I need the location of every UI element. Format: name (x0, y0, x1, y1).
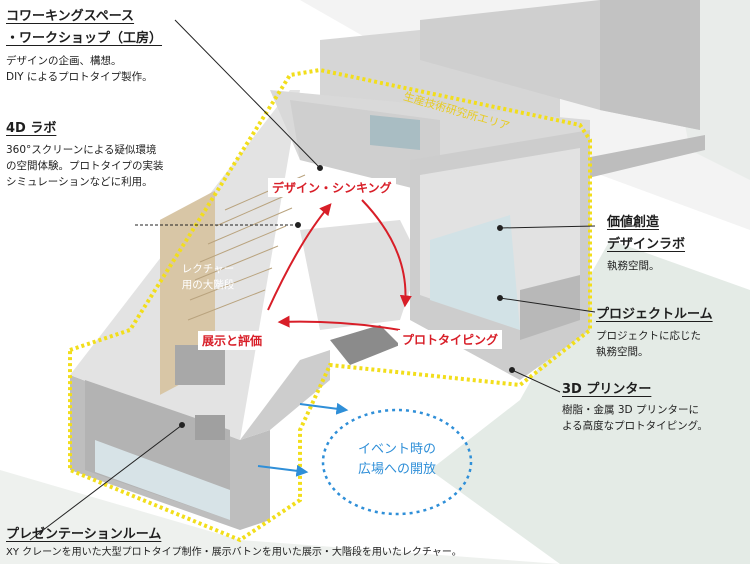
value-lab-desc: 執務空間。 (607, 260, 660, 272)
coworking-title-line1: コワーキングスペース (6, 9, 135, 24)
building-left-wing (70, 90, 330, 530)
presentation-desc: XY クレーンを用いた大型プロトタイプ制作・展示バトンを用いた展示・大階段を用い… (6, 547, 462, 558)
stairs-label-line2: 用の大階段 (181, 278, 235, 291)
arrow-right-icon (257, 464, 309, 477)
event-plaza-circle (321, 408, 473, 516)
value-lab-title-line2: デザインラボ (607, 237, 686, 252)
building-right-block (410, 130, 590, 380)
project-room-desc-line2: 執務空間。 (596, 346, 649, 358)
lab4d-title: 4D ラボ (6, 121, 57, 136)
lab4d-desc-line2: の空間体験。プロトタイプの実装 (6, 160, 164, 172)
project-room-title: プロジェクトルーム (596, 307, 713, 322)
event-plaza-label: イベント時の 広場への開放 (337, 440, 457, 479)
event-label-line1: イベント時の (357, 442, 436, 457)
coworking-desc-line1: デザインの企画、構想。 (6, 55, 122, 67)
cycle-prototyping-label: プロトタイピング (398, 330, 503, 349)
event-label-line2: 広場への開放 (357, 461, 436, 477)
area-outline (68, 67, 592, 543)
arrow-right-icon (299, 402, 349, 415)
coworking-title-line2: ・ワークショップ（工房） (6, 31, 163, 46)
printer3d-title: 3D プリンター (562, 382, 652, 397)
leader-lines (29, 19, 596, 541)
circular-arrow-icon (267, 199, 412, 331)
cycle-thinking-label: デザイン・シンキング (268, 178, 396, 197)
printer3d-desc-line1: 樹脂・金属 3D プリンターに (562, 404, 699, 416)
lab4d-desc-line3: シミュレーションなどに利用。 (6, 176, 153, 188)
value-lab-title-line1: 価値創造 (607, 215, 660, 230)
lab4d-desc-line1: 360°スクリーンによる疑似環境 (6, 144, 157, 156)
cycle-exhibit-label: 展示と評価 (198, 331, 267, 350)
stairs-label-line1: レクチャー (181, 263, 235, 275)
coworking-desc-line2: DIY によるプロトタイプ製作。 (6, 71, 153, 83)
project-room-desc-line1: プロジェクトに応じた (596, 330, 701, 342)
stairs-label: レクチャー 用の大階段 (168, 262, 248, 294)
printer3d-desc-line2: よる高度なプロトタイピング。 (562, 420, 708, 432)
presentation-title: プレゼンテーションルーム (6, 527, 162, 542)
building-center-hall (270, 90, 590, 365)
